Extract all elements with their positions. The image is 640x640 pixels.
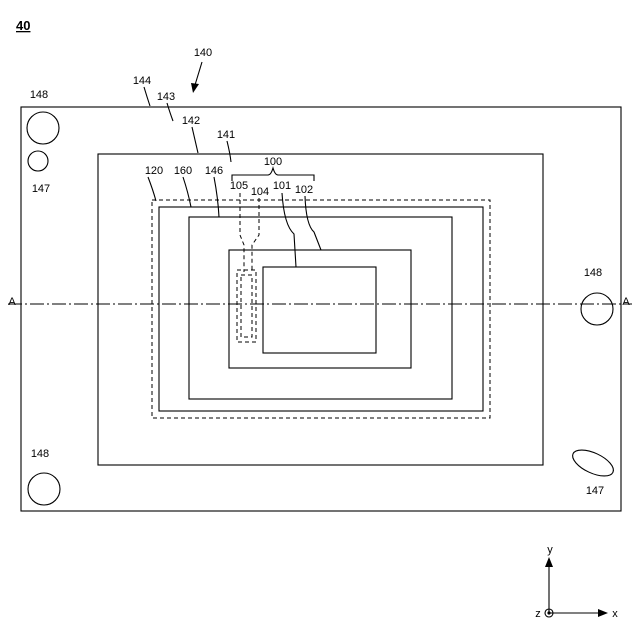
label-104: 104 [251, 186, 269, 198]
x-axis-label: x [612, 608, 618, 620]
label-120: 120 [145, 165, 163, 177]
z-axis-label: z [535, 608, 541, 620]
arrow-140-head [191, 83, 199, 93]
coordinate-axes: y x z [535, 544, 618, 620]
label-148-bottom-left: 148 [31, 448, 49, 460]
label-141: 141 [217, 129, 235, 141]
leader-104 [252, 198, 259, 272]
y-axis-arrowhead [545, 557, 553, 567]
label-147-bottom-right: 147 [586, 485, 604, 497]
leader-144 [144, 87, 150, 106]
label-105: 105 [230, 180, 248, 192]
leader-146 [214, 177, 219, 217]
label-144: 144 [133, 75, 151, 87]
outer-plate-144 [21, 107, 621, 511]
label-148-top-left: 148 [30, 89, 48, 101]
label-102: 102 [295, 184, 313, 196]
figure-number: 40 [16, 18, 30, 33]
label-142: 142 [182, 115, 200, 127]
label-148-right: 148 [584, 267, 602, 279]
leader-101 [282, 193, 296, 267]
leader-143 [167, 103, 173, 121]
section-label-left: A [8, 296, 16, 308]
dashed-region-120 [152, 200, 490, 418]
label-101: 101 [273, 180, 291, 192]
label-147-top-left: 147 [32, 183, 50, 195]
label-146: 146 [205, 165, 223, 177]
z-axis-dot [547, 611, 550, 614]
arrow-140-shaft [195, 62, 202, 85]
leader-142 [192, 127, 198, 153]
label-143: 143 [157, 91, 175, 103]
hole-148-top-left [27, 112, 59, 144]
y-axis-label: y [547, 544, 553, 556]
hole-148-bottom-left [28, 473, 60, 505]
slot-147-bottom-right [569, 445, 617, 482]
element-102 [263, 267, 376, 353]
dashed-element-105 [237, 270, 256, 342]
hole-148-right [581, 293, 613, 325]
leader-120 [148, 177, 156, 201]
dashed-element-104 [241, 275, 252, 337]
leader-102 [305, 196, 321, 250]
layer-160 [159, 207, 483, 411]
label-100: 100 [264, 156, 282, 168]
leader-105 [240, 193, 244, 272]
leader-141 [227, 141, 231, 162]
x-axis-arrowhead [598, 609, 608, 617]
leader-160 [183, 177, 191, 207]
hole-147-top-left [28, 151, 48, 171]
label-140: 140 [194, 47, 212, 59]
section-label-right: A [622, 296, 630, 308]
label-160: 160 [174, 165, 192, 177]
